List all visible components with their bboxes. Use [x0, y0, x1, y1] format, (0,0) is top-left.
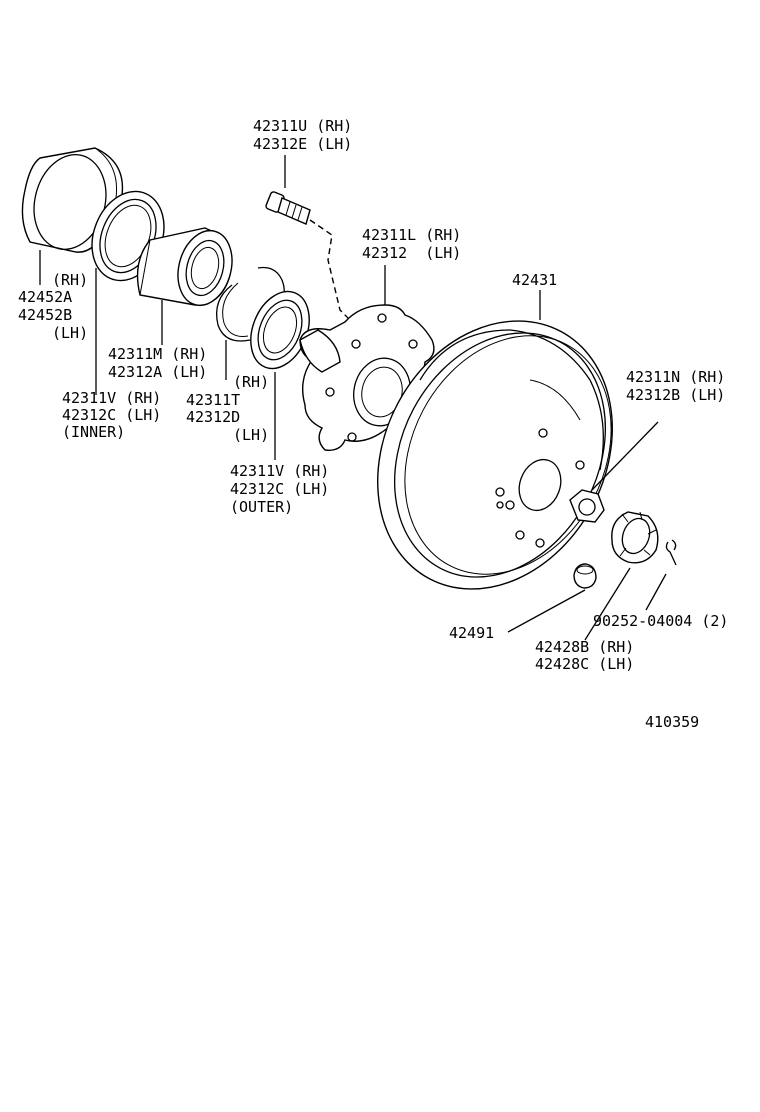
label-deflector-lh: (LH)	[52, 324, 88, 342]
label-inner-seal-note: (INNER)	[62, 423, 125, 441]
label-inner-oil-seal: 42311V (RH) 42312C (LH) (INNER)	[62, 389, 161, 441]
label-inner-seal-rh: 42311V (RH)	[62, 389, 161, 407]
label-outer-oil-seal: 42311V (RH) 42312C (LH) (OUTER)	[230, 462, 329, 516]
label-outer-seal-rh: 42311V (RH)	[230, 462, 329, 480]
label-axle-hub: 42311L (RH) 42312 (LH)	[362, 226, 461, 262]
plug	[573, 563, 597, 589]
label-dust-deflector: (RH) 42452A 42452B (LH)	[18, 271, 88, 342]
label-outer-seal-lh: 42312C (LH)	[230, 480, 329, 498]
cotter-pin	[665, 539, 677, 566]
label-deflector-b: 42452B	[18, 306, 72, 324]
lock-cap	[611, 511, 659, 564]
label-cotter-number: 90252-04004 (2)	[593, 612, 728, 630]
label-disc-number: 42431	[512, 271, 557, 289]
label-nut-rh: 42311N (RH)	[626, 368, 725, 386]
label-stud-bolt: 42311U (RH) 42312E (LH)	[253, 117, 352, 153]
label-stud-lh: 42312E (LH)	[253, 135, 352, 153]
label-bearing: 42311M (RH) 42312A (LH)	[108, 345, 207, 381]
label-deflector-rh: (RH)	[52, 271, 88, 289]
stud-install-path	[309, 219, 351, 321]
label-plug-number: 42491	[449, 624, 494, 642]
label-disc: 42431	[512, 271, 557, 289]
label-bearing-lh: 42312A (LH)	[108, 363, 207, 381]
label-nut-lh: 42312B (LH)	[626, 386, 725, 404]
label-snap-ring: (RH) 42311T 42312D (LH)	[186, 373, 269, 444]
label-hub-nut: 42311N (RH) 42312B (LH)	[626, 368, 725, 404]
hub-bearing	[136, 227, 233, 307]
outer-oil-seal	[250, 290, 310, 370]
label-cap-rh: 42428B (RH)	[535, 638, 634, 656]
label-plug: 42491	[449, 624, 494, 642]
leader-lines	[39, 155, 667, 641]
label-snap-d: 42312D	[186, 408, 240, 426]
label-deflector-a: 42452A	[18, 288, 72, 306]
label-cotter-pin: 90252-04004 (2)	[593, 612, 728, 630]
label-cap: 42428B (RH) 42428C (LH)	[535, 638, 634, 673]
label-bearing-rh: 42311M (RH)	[108, 345, 207, 363]
hub-nut	[569, 489, 605, 523]
label-snap-lh: (LH)	[233, 426, 269, 444]
label-inner-seal-lh: 42312C (LH)	[62, 406, 161, 424]
figure-number: 410359	[645, 713, 699, 731]
hub-stud-bolt	[265, 191, 311, 225]
label-snap-t: 42311T	[186, 391, 240, 409]
label-stud-rh: 42311U (RH)	[253, 117, 352, 135]
label-outer-seal-note: (OUTER)	[230, 498, 293, 516]
label-hub-rh: 42311L (RH)	[362, 226, 461, 244]
label-snap-rh: (RH)	[233, 373, 269, 391]
label-cap-lh: 42428C (LH)	[535, 655, 634, 673]
label-hub-lh: 42312 (LH)	[362, 244, 461, 262]
